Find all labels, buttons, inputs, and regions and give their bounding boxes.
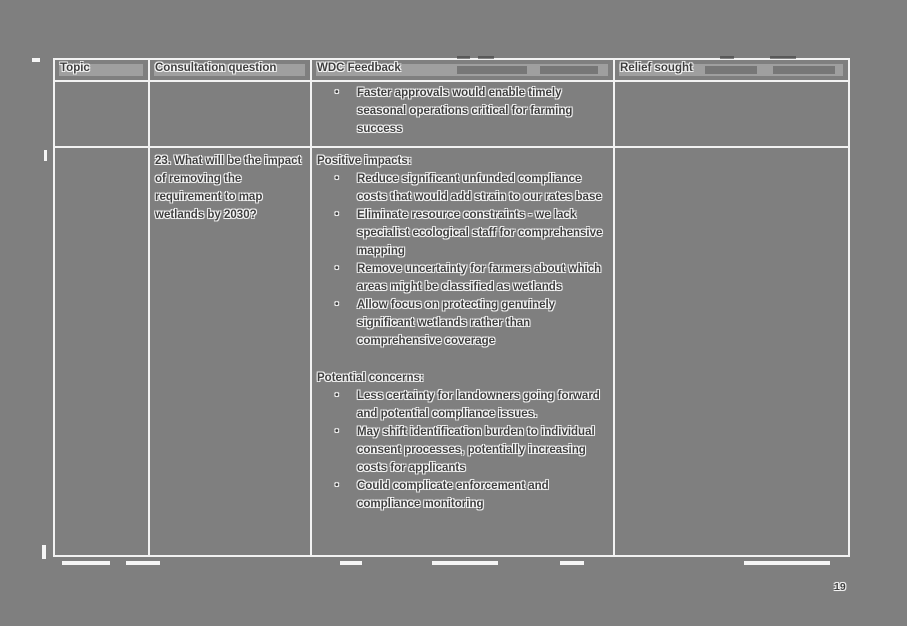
bullet-icon: •	[335, 87, 339, 98]
relief-sought-cell-empty	[613, 80, 850, 148]
bullet-item: • Eliminate resource constraints - we lac…	[317, 206, 607, 260]
column-header-relief-sought: Relief sought	[613, 58, 850, 82]
consultation-feedback-table: Topic Consultation question WDC Feedback…	[53, 58, 850, 557]
relief-sought-cell-empty	[613, 146, 850, 557]
bullet-item: • May shift identification burden to indi…	[317, 423, 607, 477]
scan-artifact-dash	[457, 56, 470, 59]
scan-artifact-dash	[62, 561, 110, 565]
scan-smudge	[773, 66, 835, 74]
scan-artifact-dash	[478, 56, 494, 59]
scan-artifact-dash	[560, 561, 584, 565]
bullet-icon: •	[335, 173, 339, 184]
bullet-text: Less certainty for landowners going forw…	[357, 390, 600, 420]
bullet-list: • Reduce significant unfunded compliance …	[317, 170, 607, 350]
scan-smudge	[705, 66, 757, 74]
bullet-text: Could complicate enforcement and complia…	[357, 480, 549, 510]
bullet-text: May shift identification burden to indiv…	[357, 426, 595, 474]
table-row-continued: • Faster approvals would enable timely se…	[53, 80, 850, 148]
header-highlight-band	[154, 64, 305, 76]
wdc-feedback-cell: Positive impacts: • Reduce significant unf…	[310, 146, 615, 557]
question-cell-empty	[148, 80, 312, 148]
scan-artifact-dash	[126, 561, 160, 565]
bullet-item: • Reduce significant unfunded compliance …	[317, 170, 607, 206]
bullet-item: • Could complicate enforcement and compli…	[317, 477, 607, 513]
column-header-label: Consultation question	[155, 62, 277, 74]
column-header-label: Topic	[60, 62, 90, 74]
bullet-text: Eliminate resource constraints - we lack…	[357, 209, 603, 257]
topic-cell-empty	[53, 80, 150, 148]
bullet-item: • Faster approvals would enable timely se…	[317, 84, 607, 138]
bullet-icon: •	[335, 390, 339, 401]
bullet-icon: •	[335, 480, 339, 491]
column-header-wdc-feedback: WDC Feedback	[310, 58, 615, 82]
scan-smudge	[540, 66, 598, 74]
column-header-topic: Topic	[53, 58, 150, 82]
bullet-item: • Less certainty for landowners going for…	[317, 387, 607, 423]
wdc-feedback-cell: • Faster approvals would enable timely se…	[310, 80, 615, 148]
bullet-icon: •	[335, 263, 339, 274]
feedback-sections: • Faster approvals would enable timely se…	[317, 84, 607, 138]
table-row-question-23: 23. What will be the impact of removing …	[53, 146, 850, 557]
bullet-text: Reduce significant unfunded compliance c…	[357, 173, 602, 203]
scan-artifact-dash	[770, 56, 796, 59]
feedback-sections: Positive impacts: • Reduce significant unf…	[317, 152, 607, 513]
header-highlight-band	[316, 64, 608, 76]
bullet-item: • Allow focus on protecting genuinely sig…	[317, 296, 607, 350]
bullet-icon: •	[335, 209, 339, 220]
bullet-icon: •	[335, 426, 339, 437]
page-number: 19	[834, 581, 846, 593]
header-row: Topic Consultation question WDC Feedback…	[53, 58, 850, 82]
scan-artifact-tick	[32, 58, 40, 62]
column-header-consultation-question: Consultation question	[148, 58, 312, 82]
scan-artifact-dash	[340, 561, 362, 565]
consultation-question-text: 23. What will be the impact of removing …	[155, 155, 302, 221]
bullet-list: • Faster approvals would enable timely se…	[317, 84, 607, 138]
question-cell: 23. What will be the impact of removing …	[148, 146, 312, 557]
bullet-text: Allow focus on protecting genuinely sign…	[357, 299, 556, 347]
scan-artifact-dash	[432, 561, 498, 565]
header-highlight-band	[619, 64, 843, 76]
scan-artifact-tick	[44, 150, 47, 161]
bullet-text: Faster approvals would enable timely sea…	[357, 87, 573, 135]
bullet-list: • Less certainty for landowners going for…	[317, 387, 607, 513]
column-header-label: Relief sought	[620, 62, 693, 74]
topic-cell-empty	[53, 146, 150, 557]
bullet-icon: •	[335, 299, 339, 310]
bullet-text: Remove uncertainty for farmers about whi…	[357, 263, 602, 293]
header-highlight-band	[59, 64, 143, 76]
scan-artifact-tick	[42, 545, 46, 559]
feedback-section-heading: Potential concerns:	[317, 372, 424, 384]
scan-artifact-dash	[720, 56, 734, 59]
bullet-item: • Remove uncertainty for farmers about wh…	[317, 260, 607, 296]
scan-smudge	[457, 66, 527, 74]
feedback-section-heading: Positive impacts:	[317, 155, 412, 167]
column-header-label: WDC Feedback	[317, 62, 401, 74]
scan-artifact-dash	[744, 561, 830, 565]
